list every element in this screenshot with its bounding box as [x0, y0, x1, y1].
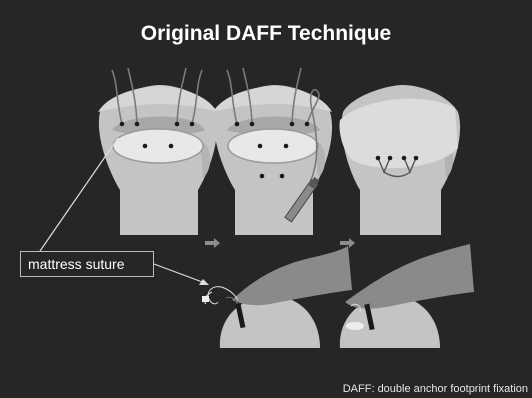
pointer-arrowhead-icon [199, 279, 209, 285]
panel-1-humeral-head [98, 68, 217, 235]
panel-3-humeral-head [340, 85, 461, 235]
panel-2-humeral-head [213, 68, 332, 235]
mattress-suture-label: mattress suture [20, 251, 154, 277]
pointer-line [40, 138, 118, 251]
pointer-line [154, 264, 205, 283]
arrow-right-icon [205, 238, 220, 248]
cross-section-2 [340, 244, 474, 348]
footnote: DAFF: double anchor footprint fixation [343, 383, 528, 395]
cross-section-1 [202, 246, 352, 348]
